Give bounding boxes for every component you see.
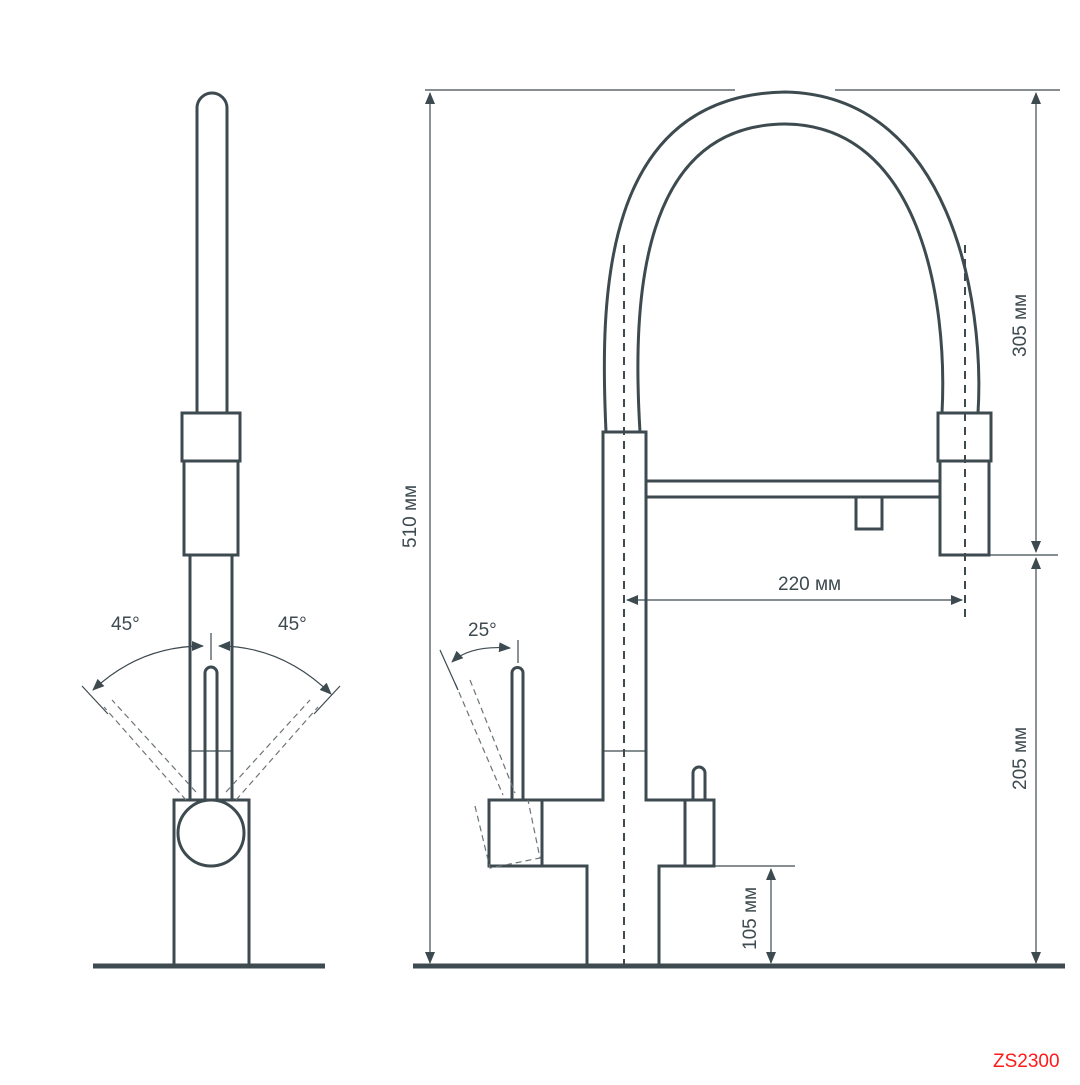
front-collar [180, 411, 242, 463]
front-base [172, 798, 251, 968]
side-handle-base [487, 798, 544, 868]
angle-left-label: 45° [111, 614, 140, 635]
spout-height-label: 205 мм [1010, 727, 1031, 790]
front-column [188, 555, 234, 800]
filter-valve-body [683, 798, 716, 868]
model-code: ZS2300 [993, 1051, 1060, 1072]
hose-outer [602, 90, 981, 433]
angle-right-label: 45° [278, 614, 307, 635]
spout-bar [644, 479, 942, 499]
side-view: 25° 510 мм 305 мм 205 мм 220 мм 105 мм [400, 89, 1065, 969]
hose-inner [636, 122, 945, 433]
total-height-label: 510 мм [400, 485, 421, 548]
handle-angle-arrow [451, 642, 511, 663]
body-height-label: 105 мм [740, 887, 761, 950]
front-spout-tube [195, 91, 229, 413]
filter-valve-handle [691, 765, 707, 800]
front-sprayer-body [182, 459, 240, 557]
hose-height-label: 305 мм [1010, 294, 1031, 357]
spout-hook [854, 497, 884, 531]
handle-angle-label: 25° [468, 620, 497, 641]
reach-label: 220 мм [778, 574, 841, 595]
front-handle-hub [176, 798, 246, 868]
side-body [540, 430, 687, 968]
front-handle [203, 665, 219, 800]
angle-right-arrow [218, 641, 332, 695]
side-handle [510, 666, 525, 800]
front-view: 45° 45° [81, 91, 341, 969]
angle-left-arrow [92, 641, 204, 691]
